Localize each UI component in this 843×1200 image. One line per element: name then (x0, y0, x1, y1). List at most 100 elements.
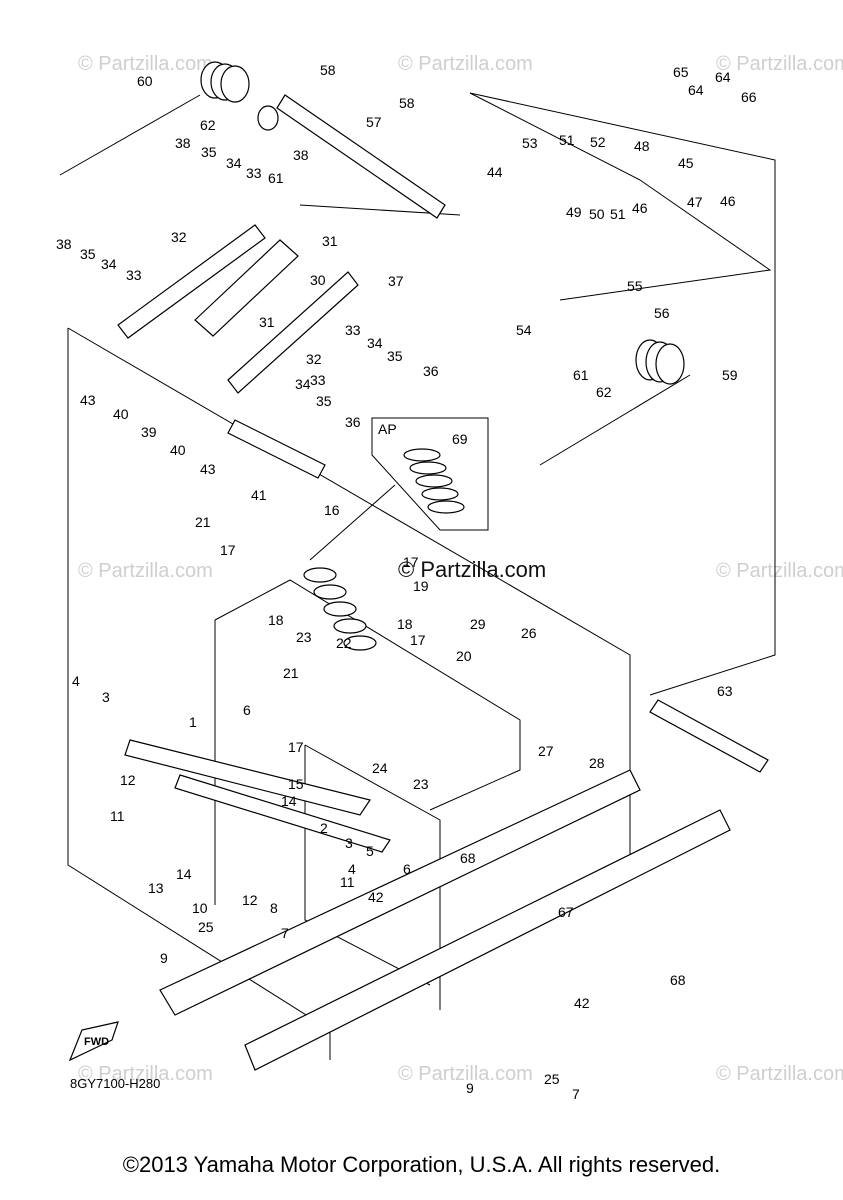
callout-label: 57 (366, 114, 382, 130)
callout-label: 33 (310, 372, 326, 388)
callout-label: 45 (678, 155, 694, 171)
shaft-icon (227, 419, 326, 479)
callout-label: 7 (281, 925, 289, 941)
watermark-text: © Partzilla.com (78, 53, 213, 75)
callout-label: 8 (270, 900, 278, 916)
callout-label: 58 (320, 62, 336, 78)
callout-label: 62 (596, 384, 612, 400)
callout-label: 34 (295, 376, 311, 392)
callout-label: 41 (251, 487, 267, 503)
callout-label: 12 (242, 892, 258, 908)
callout-label: 26 (521, 625, 537, 641)
callout-label: 43 (200, 461, 216, 477)
callout-label: 35 (387, 348, 403, 364)
shaft-icon (276, 94, 446, 219)
callout-label: 38 (175, 135, 191, 151)
callout-label: 17 (220, 542, 236, 558)
callout-label: 47 (687, 194, 703, 210)
callout-label: 53 (522, 135, 538, 151)
callout-label: 34 (226, 155, 242, 171)
callout-label: 6 (403, 861, 411, 877)
shock-body-icon (194, 239, 299, 337)
callout-label: 68 (670, 972, 686, 988)
callout-label: 37 (388, 273, 404, 289)
callout-label: 62 (200, 117, 216, 133)
callout-label: 52 (590, 134, 606, 150)
callout-label: 17 (403, 554, 419, 570)
callout-label: 58 (399, 95, 415, 111)
callout-label: 51 (559, 132, 575, 148)
callout-label: 36 (345, 414, 361, 430)
callout-label: 1 (189, 714, 197, 730)
callout-label: 42 (368, 889, 384, 905)
callout-label: 65 (673, 64, 689, 80)
callout-label: 33 (345, 322, 361, 338)
callout-label: 67 (558, 904, 574, 920)
callout-label: 14 (176, 866, 192, 882)
watermark-center-text: © Partzilla.com (398, 557, 546, 582)
callout-label: 66 (741, 89, 757, 105)
callout-label: 25 (544, 1071, 560, 1087)
callout-label: 9 (466, 1080, 474, 1096)
callout-label: 49 (566, 204, 582, 220)
callout-label: 11 (110, 808, 125, 824)
callout-label: 11 (340, 874, 355, 890)
callout-label: 20 (456, 648, 472, 664)
callout-label: 4 (72, 673, 80, 689)
callout-label: 5 (366, 843, 374, 859)
watermark-text: © Partzilla.com (78, 560, 213, 582)
callout-label: 34 (101, 256, 117, 272)
diagram-code: 8GY7100-H280 (70, 1076, 160, 1091)
watermark-text: © Partzilla.com (716, 53, 843, 75)
callout-label: 27 (538, 743, 554, 759)
arm-icon (227, 271, 359, 394)
callout-label: 18 (397, 616, 413, 632)
callout-label: 3 (345, 835, 353, 851)
callout-label: 19 (413, 578, 429, 594)
watermark-text: © Partzilla.com (716, 560, 843, 582)
callout-label: 64 (688, 82, 704, 98)
callout-label: 51 (610, 206, 626, 222)
callout-label: 36 (423, 363, 439, 379)
shock-absorber-icon (303, 567, 377, 651)
callout-label: 34 (367, 335, 383, 351)
torsion-spring-icon (200, 61, 250, 103)
callout-label: 9 (160, 950, 168, 966)
callout-label: 23 (413, 776, 429, 792)
slide-rail-icon (159, 769, 641, 1016)
watermark-text: © Partzilla.com (716, 1063, 843, 1085)
copyright-notice: ©2013 Yamaha Motor Corporation, U.S.A. A… (122, 1152, 721, 1177)
callout-label: 21 (283, 665, 299, 681)
callout-label: 60 (137, 73, 153, 89)
callout-label: 61 (573, 367, 589, 383)
callout-label: 31 (322, 233, 338, 249)
callout-label: 56 (654, 305, 670, 321)
shaft-icon (649, 699, 769, 773)
callout-label: 54 (516, 322, 532, 338)
callout-label: 29 (470, 616, 486, 632)
callout-label: 17 (288, 739, 304, 755)
watermark-text: © Partzilla.com (398, 1063, 533, 1085)
callout-label: 16 (324, 502, 340, 518)
callout-label: 43 (80, 392, 96, 408)
callout-label: 15 (288, 776, 304, 792)
callout-label: 50 (589, 206, 605, 222)
callout-label: 42 (574, 995, 590, 1011)
callout-label: 25 (198, 919, 214, 935)
callout-label: 61 (268, 170, 284, 186)
callout-label: 35 (316, 393, 332, 409)
callout-label: 30 (310, 272, 326, 288)
callout-label: 68 (460, 850, 476, 866)
callout-label: 39 (141, 424, 157, 440)
callout-label: 35 (80, 246, 96, 262)
callout-label: 3 (102, 689, 110, 705)
callout-label: 2 (320, 820, 328, 836)
inset-label: AP (378, 421, 397, 437)
arm-icon (117, 224, 266, 339)
torsion-spring-icon (635, 339, 685, 385)
callout-label: 46 (720, 193, 736, 209)
callout-label: 28 (589, 755, 605, 771)
callout-label: 48 (634, 138, 650, 154)
callout-label: 10 (192, 900, 208, 916)
